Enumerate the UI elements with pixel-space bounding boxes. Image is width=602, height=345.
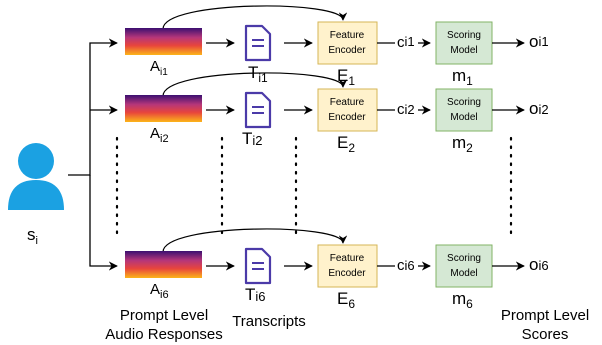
skip-arrow (162, 72, 348, 97)
pipeline-row: Ai2 Ti2 Feature Encoder E2 ci2 Scoring M… (125, 72, 549, 155)
scoring-model-box (435, 21, 493, 65)
feature-label: ci6 (397, 257, 415, 274)
model-label: m1 (452, 66, 473, 88)
audio-label: Ai1 (150, 58, 168, 78)
skip-arrow (162, 5, 348, 30)
audio-label: Ai6 (150, 281, 169, 301)
transcript-label: Ti2 (242, 129, 263, 148)
model-line2: Model (450, 112, 477, 123)
spectrogram-icon (125, 251, 202, 278)
fan-out-connector (68, 38, 118, 271)
encoder-line2: Encoder (328, 112, 366, 123)
encoder-line2: Encoder (328, 268, 366, 279)
person-icon (8, 143, 64, 210)
model-line1: Scoring (447, 30, 481, 41)
model-label: m6 (452, 289, 473, 311)
audio-label: Ai2 (150, 125, 169, 145)
encoder-line1: Feature (330, 253, 365, 264)
ellipsis-dots (115, 136, 513, 242)
encoder-line2: Encoder (328, 45, 366, 56)
caption-scores-line2: Scores (522, 326, 569, 343)
feature-label: ci1 (397, 34, 415, 51)
document-icon (244, 24, 272, 62)
caption-scores-line1: Prompt Level (501, 307, 589, 324)
pipeline-row: Ai6 Ti6 Feature Encoder E6 ci6 Scoring M… (125, 228, 549, 311)
encoder-label: E6 (337, 289, 355, 311)
encoder-label: E2 (337, 133, 355, 155)
feature-encoder-box (317, 88, 378, 132)
transcript-label: Ti1 (248, 63, 268, 85)
scoring-model-box (435, 88, 493, 132)
document-icon (244, 91, 272, 129)
model-label: m2 (452, 133, 473, 155)
spectrogram-icon (125, 95, 202, 122)
encoder-label: E1 (337, 66, 355, 88)
output-label: oi6 (529, 255, 549, 274)
caption-transcripts: Transcripts (232, 313, 306, 330)
caption-audio-line2: Audio Responses (105, 326, 223, 343)
model-line2: Model (450, 45, 477, 56)
model-line2: Model (450, 268, 477, 279)
encoder-line1: Feature (330, 97, 365, 108)
model-line1: Scoring (447, 253, 481, 264)
scoring-model-box (435, 244, 493, 288)
feature-label: ci2 (397, 101, 415, 118)
skip-arrow (162, 228, 348, 253)
transcript-label: Ti6 (245, 285, 266, 304)
document-icon (244, 247, 272, 285)
feature-encoder-box (317, 21, 378, 65)
output-label: oi1 (529, 32, 549, 51)
output-label: oi2 (529, 99, 549, 118)
model-line1: Scoring (447, 97, 481, 108)
feature-encoder-box (317, 244, 378, 288)
spectrogram-icon (125, 28, 202, 55)
encoder-line1: Feature (330, 30, 365, 41)
speaker-label: si (27, 225, 38, 247)
pipeline-row: Ai1 Ti1 Feature Encoder E1 ci1 Scoring M… (125, 5, 549, 88)
caption-audio-line1: Prompt Level (120, 307, 208, 324)
